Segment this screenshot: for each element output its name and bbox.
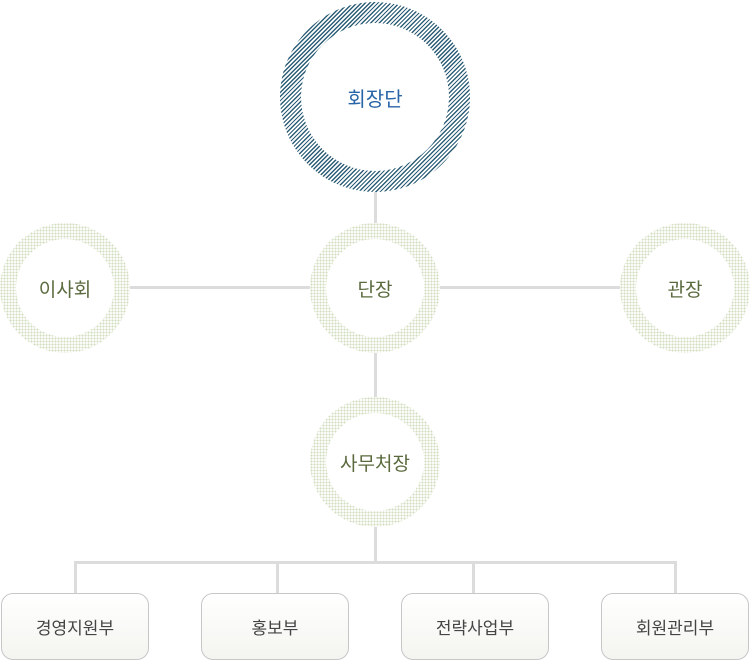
node-director-label: 관장	[667, 278, 703, 301]
node-secretary-general: 사무처장	[310, 397, 440, 527]
connector-department-bus	[74, 561, 677, 564]
department-box-management-support: 경영지원부	[1, 593, 149, 660]
connector-dept-2	[276, 561, 279, 593]
connector-dept-1	[74, 561, 77, 593]
department-label: 회원관리부	[635, 619, 715, 639]
node-board: 이사회	[0, 223, 130, 353]
connector-dept-4	[674, 561, 677, 593]
node-board-inner	[16, 239, 114, 337]
connector-head-to-secretary	[374, 353, 377, 397]
node-secretary-general-inner	[326, 413, 424, 511]
node-presidents-inner	[301, 23, 449, 171]
connector-dept-3	[472, 561, 475, 593]
node-presidents: 회장단	[280, 2, 470, 192]
connector-head-to-director	[440, 286, 620, 289]
node-director: 관장	[620, 223, 750, 353]
node-head-inner	[326, 239, 424, 337]
department-box-strategic-business: 전략사업부	[401, 593, 549, 660]
department-label: 경영지원부	[35, 619, 115, 639]
node-board-label: 이사회	[38, 278, 92, 301]
department-label: 전략사업부	[435, 619, 515, 639]
department-label: 홍보부	[251, 619, 299, 639]
connector-secretary-down	[374, 527, 377, 562]
node-head-label: 단장	[357, 278, 393, 301]
department-box-public-relations: 홍보부	[201, 593, 349, 660]
node-secretary-general-label: 사무처장	[340, 452, 410, 475]
node-director-inner	[636, 239, 734, 337]
connector-top-to-head	[374, 192, 377, 223]
node-head: 단장	[310, 223, 440, 353]
department-box-member-management: 회원관리부	[601, 593, 749, 660]
node-presidents-label: 회장단	[347, 86, 403, 111]
connector-board-to-head	[130, 286, 310, 289]
